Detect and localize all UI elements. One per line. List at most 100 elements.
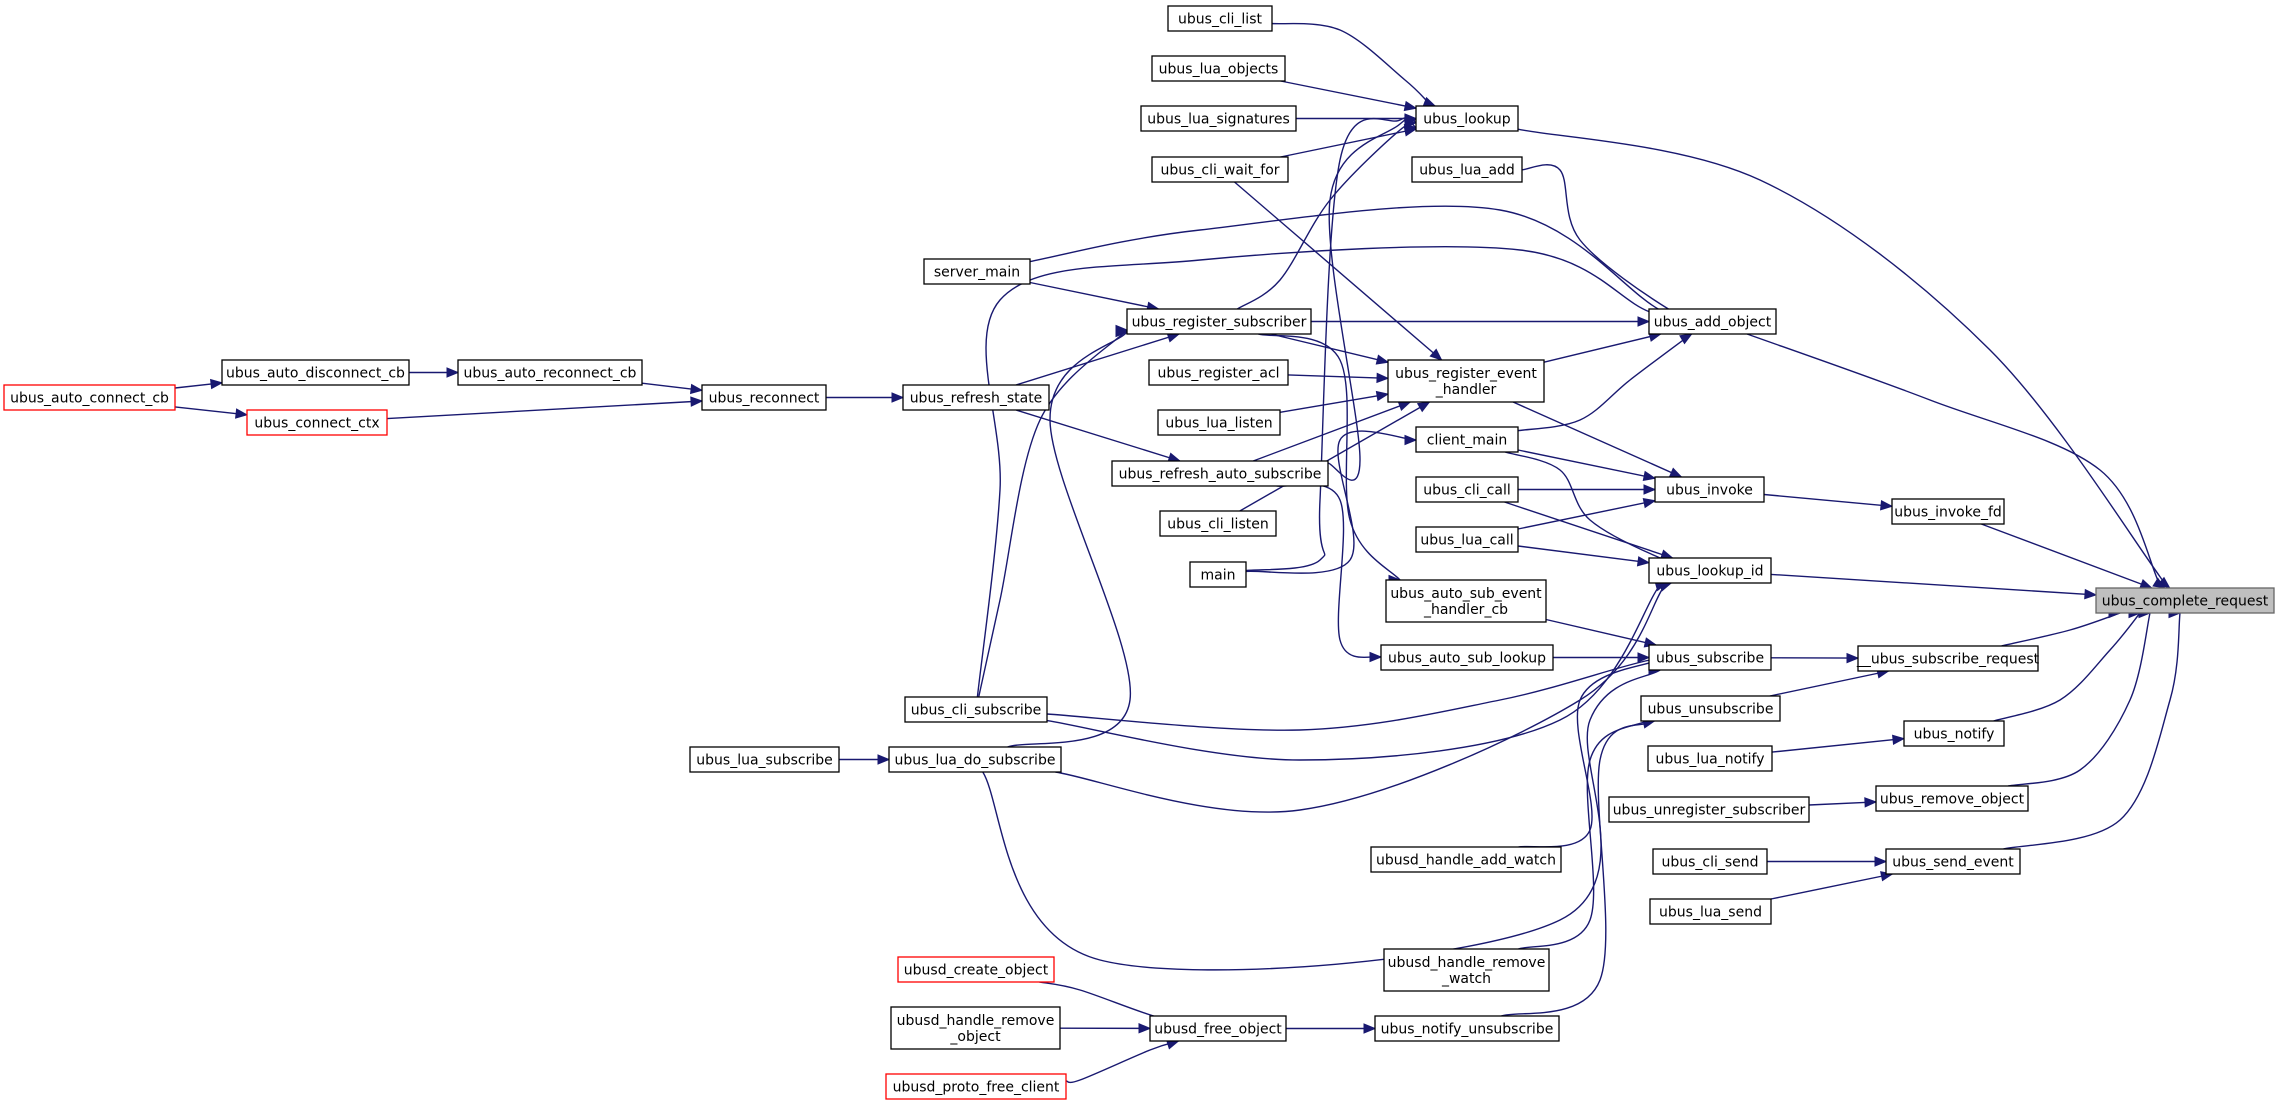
node-ubus-cli-send[interactable]: ubus_cli_send: [1652, 848, 1768, 875]
node-ubus-lua-signatures[interactable]: ubus_lua_signatures: [1140, 105, 1297, 132]
node-ubus-lua-subscribe[interactable]: ubus_lua_subscribe: [689, 746, 840, 773]
node-label: ubus_send_event: [1892, 855, 2014, 871]
edge-line: [1517, 545, 1650, 564]
arrow-head-icon: [1375, 354, 1390, 365]
edge-line: [1252, 401, 1411, 462]
node-ubus-cli-list[interactable]: ubus_cli_list: [1167, 5, 1273, 32]
node-ubus-cli-wait-for[interactable]: ubus_cli_wait_for: [1151, 156, 1289, 183]
node-ubus-subscribe[interactable]: ubus_subscribe: [1648, 644, 1772, 671]
node-box: [902, 384, 1050, 411]
arrow-head-icon: [877, 754, 891, 765]
node-ubus-invoke[interactable]: ubus_invoke: [1654, 476, 1765, 503]
node-main[interactable]: main: [1189, 561, 1247, 588]
edge-line: [1239, 401, 1430, 512]
node-ubusd-handle-remove-watch[interactable]: ubusd_handle_remove_watch: [1383, 948, 1550, 992]
node-label: ubus_cli_list: [1178, 12, 1262, 28]
edge-line: [1245, 116, 1417, 572]
node-ubus-notify[interactable]: ubus_notify: [1903, 720, 2005, 747]
arrow-head-icon: [1397, 401, 1412, 411]
node-ubus-register-subscriber[interactable]: ubus_register_subscriber: [1126, 308, 1312, 335]
node-label: ubus_connect_ctx: [254, 416, 379, 432]
node-ubus-auto-reconnect-cb[interactable]: ubus_auto_reconnect_cb: [457, 359, 643, 386]
node-ubusd-free-object[interactable]: ubusd_free_object: [1149, 1015, 1287, 1042]
arrow-head-icon: [1874, 856, 1888, 867]
node-ubus-register-event-handler[interactable]: ubus_register_event_handler: [1387, 359, 1545, 403]
arrow-head-icon: [1138, 1023, 1152, 1034]
node-ubus-cli-subscribe[interactable]: ubus_cli_subscribe: [904, 696, 1048, 723]
node-label: ubusd_handle_add_watch: [1376, 853, 1556, 869]
node-label: ubus_refresh_auto_subscribe: [1119, 467, 1322, 483]
edge-ubus_cli_wait_for-to-ubus_lookup: [1280, 126, 1418, 158]
node-ubus-lua-listen[interactable]: ubus_lua_listen: [1157, 409, 1281, 436]
node-ubus-refresh-state[interactable]: ubus_refresh_state: [902, 384, 1050, 411]
node-ubus-auto-disconnect-cb[interactable]: ubus_auto_disconnect_cb: [221, 359, 410, 386]
node-ubus-add-object[interactable]: ubus_add_object: [1648, 308, 1777, 335]
node-label: ubusd_proto_free_client: [893, 1080, 1060, 1096]
node-ubus-remove-object[interactable]: ubus_remove_object: [1875, 785, 2029, 812]
node-box: [1608, 796, 1810, 823]
node-label: ubus_add_object: [1654, 315, 1772, 331]
edge-line: [1015, 409, 1181, 462]
node-box: [1885, 848, 2021, 875]
arrow-head-icon: [1636, 556, 1651, 567]
node-ubus-complete-request[interactable]: ubus_complete_request: [2095, 587, 2275, 614]
node-ubus-unregister-subscriber[interactable]: ubus_unregister_subscriber: [1608, 796, 1810, 823]
edge-line: [2003, 605, 2182, 850]
node-server-main[interactable]: server_main: [923, 258, 1031, 285]
node-ubus-lookup-id[interactable]: ubus_lookup_id: [1648, 557, 1772, 584]
node-ubus-invoke-fd[interactable]: ubus_invoke_fd: [1891, 498, 2005, 525]
edge-ubus_cli_list-to-ubus_lookup: [1271, 22, 1437, 108]
edge-line: [1234, 181, 1443, 361]
node-label: ubus_cli_call: [1423, 483, 1510, 499]
arrow-head-icon: [1864, 797, 1878, 808]
node-ubus-auto-sub-event-handler-cb[interactable]: ubus_auto_sub_event_handler_cb: [1385, 579, 1547, 623]
edge-ubus_send_event-to-ubus_complete_request: [2003, 605, 2182, 850]
node-ubus-lua-do-subscribe[interactable]: ubus_lua_do_subscribe: [888, 746, 1062, 773]
node-label: ubus_invoke: [1666, 483, 1753, 499]
node-ubus-auto-connect-cb[interactable]: ubus_auto_connect_cb: [3, 384, 176, 411]
node-ubus-unsubscribe[interactable]: ubus_unsubscribe: [1640, 695, 1781, 722]
edge-ubus_unregister_subscriber-to-ubus_remove_object: [1808, 797, 1878, 808]
node-ubusd-handle-remove-object[interactable]: ubusd_handle_remove_object: [890, 1006, 1061, 1050]
node-box: [1380, 644, 1554, 671]
node-ubus-lua-send[interactable]: ubus_lua_send: [1649, 898, 1772, 925]
edge-line: [1517, 500, 1656, 530]
node-label: ubus_auto_disconnect_cb: [226, 366, 405, 382]
node-ubusd-proto-free-client[interactable]: ubusd_proto_free_client: [885, 1073, 1067, 1100]
node-ubus-auto-sub-lookup[interactable]: ubus_auto_sub_lookup: [1380, 644, 1554, 671]
node-ubusd-handle-add-watch[interactable]: ubusd_handle_add_watch: [1370, 846, 1562, 873]
node-label: ubus_refresh_state: [910, 391, 1043, 407]
node-box: [904, 696, 1048, 723]
node-client-main[interactable]: client_main: [1415, 426, 1519, 453]
node-label: ubus_lua_listen: [1165, 416, 1272, 432]
edge-line: [1065, 1040, 1179, 1084]
edge-line: [976, 246, 1713, 698]
node-ubus-lookup[interactable]: ubus_lookup: [1415, 105, 1519, 132]
node-ubusd-create-object[interactable]: ubusd_create_object: [897, 956, 1055, 983]
arrow-head-icon: [1404, 434, 1418, 446]
node-label: ubus_lua_subscribe: [696, 753, 832, 769]
node-ubus-register-acl[interactable]: ubus_register_acl: [1148, 359, 1289, 386]
edge-line: [1512, 401, 1682, 478]
node-ubus-reconnect[interactable]: ubus_reconnect: [701, 384, 827, 411]
node-ubus-notify-unsubscribe[interactable]: ubus_notify_unsubscribe: [1374, 1015, 1560, 1042]
node-ubus-lua-objects[interactable]: ubus_lua_objects: [1151, 55, 1286, 82]
node-ubus-lua-call[interactable]: ubus_lua_call: [1415, 526, 1519, 553]
edge-line: [174, 406, 248, 416]
node-ubus-cli-call[interactable]: ubus_cli_call: [1415, 476, 1519, 503]
node-ubus-lua-add[interactable]: ubus_lua_add: [1411, 156, 1523, 183]
node-box: [1648, 308, 1777, 335]
edge-ubus_invoke-to-ubus_invoke_fd: [1763, 493, 1894, 511]
node-ubus-connect-ctx[interactable]: ubus_connect_ctx: [246, 409, 388, 436]
node-label: ubusd_create_object: [904, 963, 1049, 979]
arrow-head-icon: [1892, 734, 1906, 745]
node-box: [1652, 848, 1768, 875]
node-ubus-refresh-auto-subscribe[interactable]: ubus_refresh_auto_subscribe: [1111, 460, 1329, 487]
node-ubus-cli-listen[interactable]: ubus_cli_listen: [1159, 510, 1277, 537]
node-ubus-send-event[interactable]: ubus_send_event: [1885, 848, 2021, 875]
node-label: ubus_unsubscribe: [1648, 702, 1774, 718]
edge-ubus_lua_signatures-to-ubus_lookup: [1296, 113, 1418, 124]
edge-ubus_lua_objects-to-ubus_lookup: [1280, 80, 1418, 112]
node-ubus-lua-notify[interactable]: ubus_lua_notify: [1647, 745, 1773, 772]
node---ubus-subscribe-request[interactable]: __ubus_subscribe_request: [1856, 645, 2040, 672]
